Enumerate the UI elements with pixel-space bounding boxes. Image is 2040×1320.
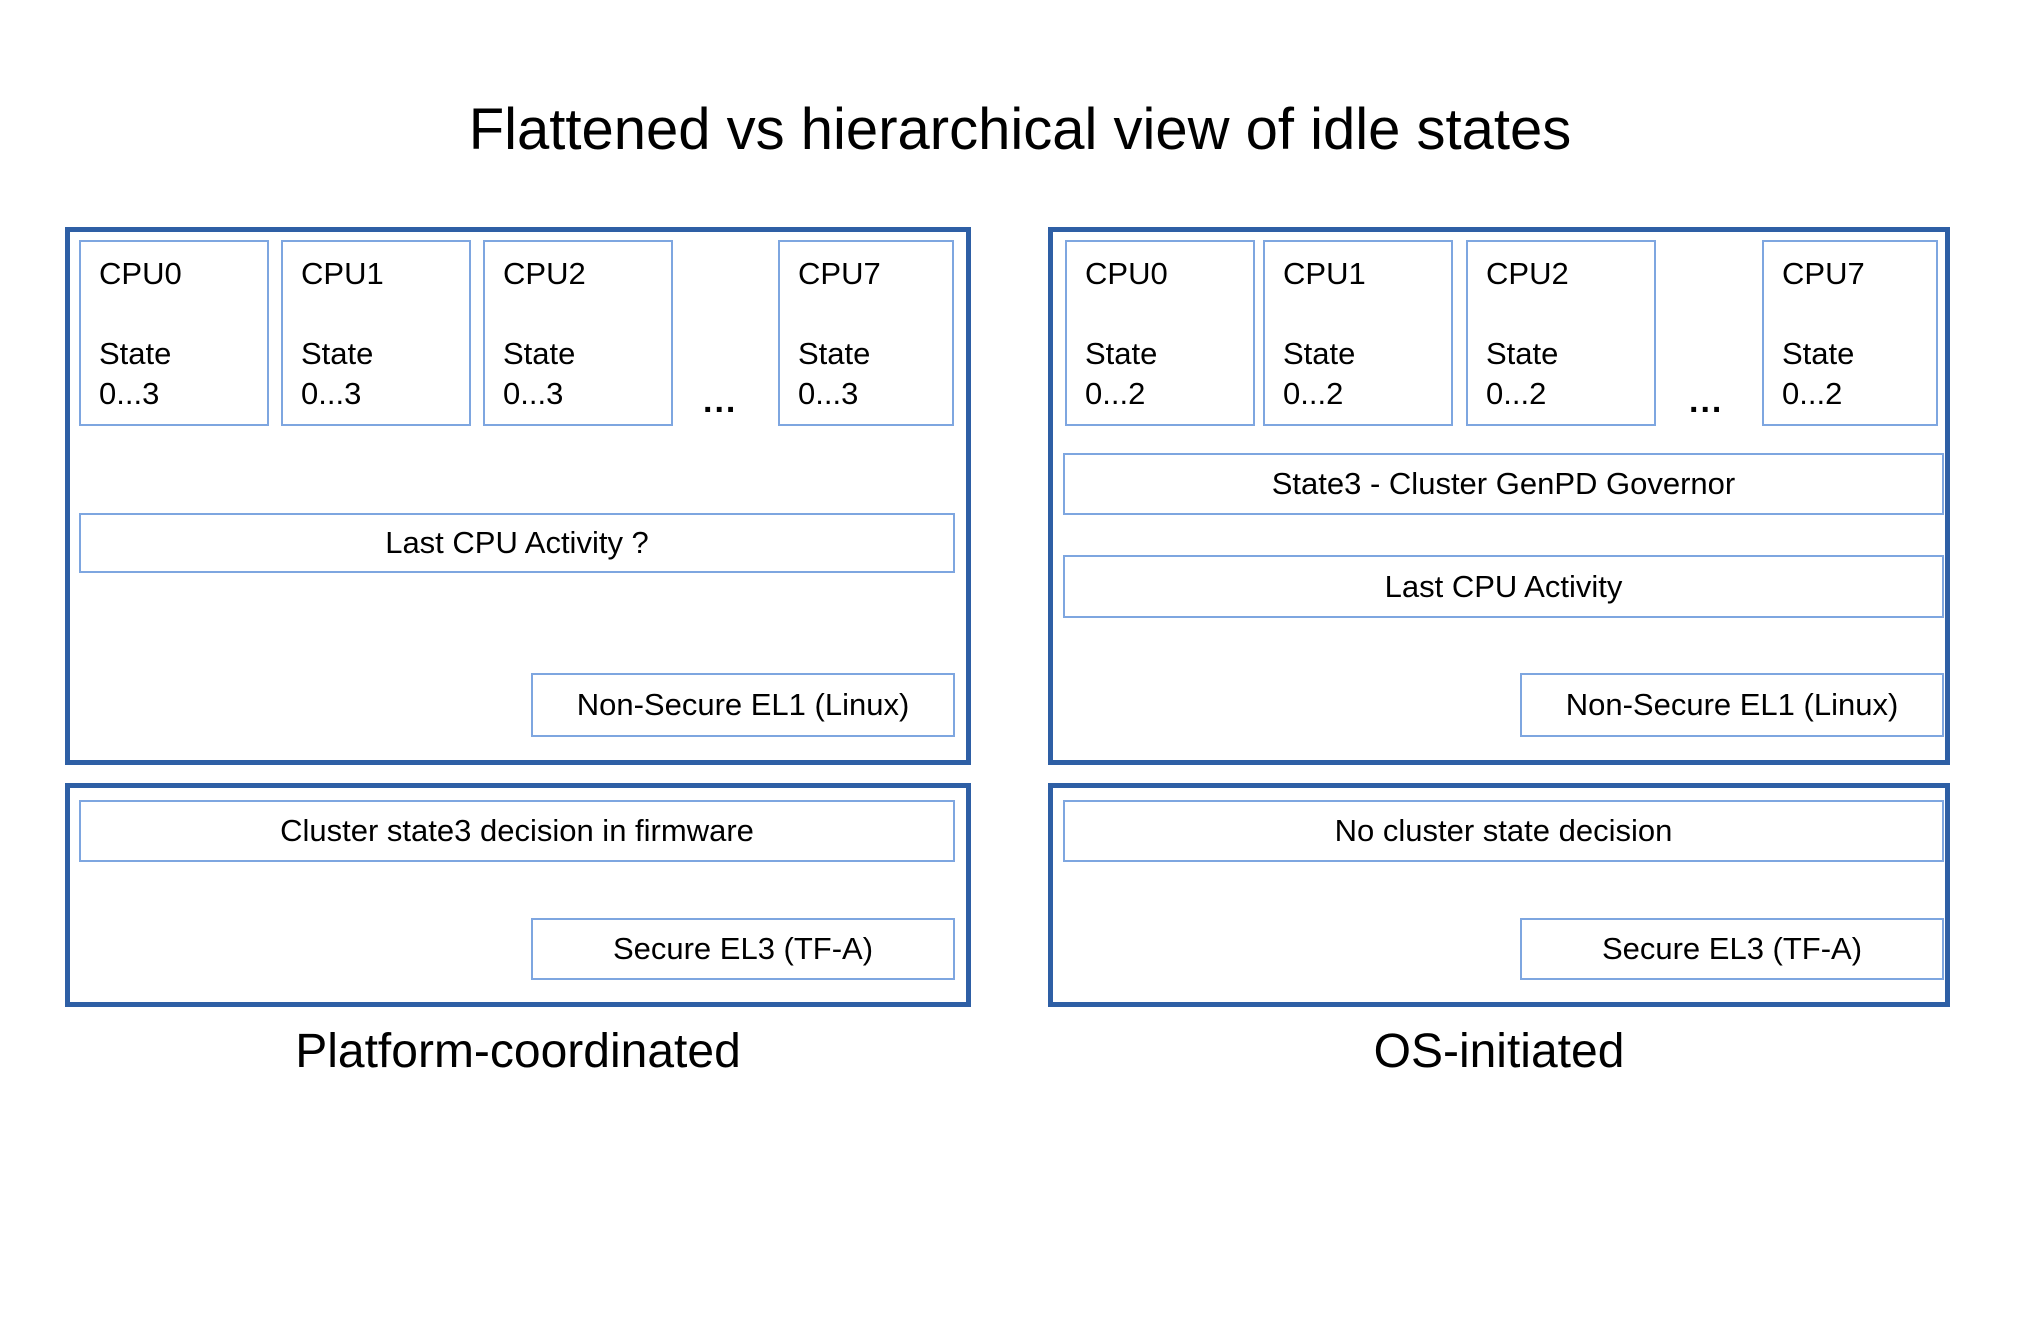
cpu-state-label: State <box>798 336 871 371</box>
right-cpu7-box: CPU7 State 0...2 <box>1762 240 1938 426</box>
cluster-state3-decision-box: Cluster state3 decision in firmware <box>79 800 955 862</box>
cpu-state: State 0...3 <box>503 334 575 414</box>
right-cpu1-box: CPU1 State 0...2 <box>1263 240 1453 426</box>
cpu-state-label: State <box>301 336 374 371</box>
right-secure-el3-panel: No cluster state decision Secure EL3 (TF… <box>1048 783 1950 1007</box>
cpu-ellipsis: ... <box>703 382 738 420</box>
cpu-name: CPU7 <box>798 256 881 291</box>
cpu-name: CPU0 <box>1085 256 1168 291</box>
left-cpu7-box: CPU7 State 0...3 <box>778 240 954 426</box>
cpu-name: CPU7 <box>1782 256 1865 291</box>
cpu-state-range: 0...2 <box>1283 376 1344 411</box>
cpu-state-range: 0...2 <box>1085 376 1146 411</box>
cpu-state: State 0...2 <box>1782 334 1854 414</box>
state3-cluster-genpd-governor-box: State3 - Cluster GenPD Governor <box>1063 453 1944 515</box>
cpu-state: State 0...2 <box>1085 334 1157 414</box>
right-cpu0-box: CPU0 State 0...2 <box>1065 240 1255 426</box>
cpu-ellipsis: ... <box>1689 382 1724 420</box>
cpu-state-label: State <box>1486 336 1559 371</box>
cpu-state-label: State <box>99 336 172 371</box>
cpu-state-range: 0...2 <box>1782 376 1843 411</box>
cpu-state: State 0...2 <box>1486 334 1558 414</box>
secure-el3-box: Secure EL3 (TF-A) <box>531 918 955 980</box>
cpu-state-range: 0...3 <box>301 376 362 411</box>
platform-coordinated-caption: Platform-coordinated <box>295 1025 741 1078</box>
cpu-state: State 0...2 <box>1283 334 1355 414</box>
cpu-state-range: 0...3 <box>503 376 564 411</box>
cpu-name: CPU1 <box>301 256 384 291</box>
cpu-state-label: State <box>1283 336 1356 371</box>
last-cpu-activity-box: Last CPU Activity <box>1063 555 1944 618</box>
cpu-state-range: 0...2 <box>1486 376 1547 411</box>
cpu-state-range: 0...3 <box>99 376 160 411</box>
cpu-state-range: 0...3 <box>798 376 859 411</box>
left-secure-el3-panel: Cluster state3 decision in firmware Secu… <box>65 783 971 1007</box>
diagram-title: Flattened vs hierarchical view of idle s… <box>468 97 1572 162</box>
non-secure-el1-box: Non-Secure EL1 (Linux) <box>1520 673 1944 737</box>
secure-el3-box: Secure EL3 (TF-A) <box>1520 918 1944 980</box>
left-cpu2-box: CPU2 State 0...3 <box>483 240 673 426</box>
cpu-name: CPU1 <box>1283 256 1366 291</box>
cpu-state: State 0...3 <box>301 334 373 414</box>
cpu-name: CPU2 <box>503 256 586 291</box>
no-cluster-state-decision-box: No cluster state decision <box>1063 800 1944 862</box>
cpu-state-label: State <box>1085 336 1158 371</box>
cpu-state: State 0...3 <box>798 334 870 414</box>
os-initiated-caption: OS-initiated <box>1373 1025 1625 1078</box>
right-cpu2-box: CPU2 State 0...2 <box>1466 240 1656 426</box>
cpu-state-label: State <box>503 336 576 371</box>
cpu-name: CPU2 <box>1486 256 1569 291</box>
cpu-state-label: State <box>1782 336 1855 371</box>
left-nonsecure-el1-panel: CPU0 State 0...3 CPU1 State 0...3 CPU2 S… <box>65 227 971 765</box>
cpu-state: State 0...3 <box>99 334 171 414</box>
cpu-name: CPU0 <box>99 256 182 291</box>
left-cpu0-box: CPU0 State 0...3 <box>79 240 269 426</box>
non-secure-el1-box: Non-Secure EL1 (Linux) <box>531 673 955 737</box>
left-cpu1-box: CPU1 State 0...3 <box>281 240 471 426</box>
last-cpu-activity-box: Last CPU Activity ? <box>79 513 955 573</box>
right-nonsecure-el1-panel: CPU0 State 0...2 CPU1 State 0...2 CPU2 S… <box>1048 227 1950 765</box>
